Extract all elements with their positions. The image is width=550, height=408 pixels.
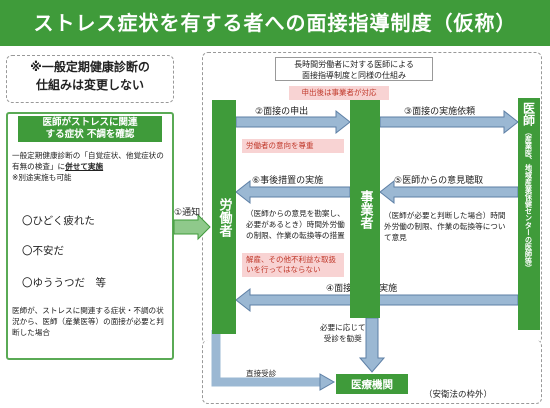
step2-label: ②面接の申出 (255, 107, 309, 117)
left-header-text: ※一般定期健康診断の 仕組みは変更しない (30, 60, 150, 92)
step6-label: ⑥事後措置の実施 (252, 176, 324, 186)
step2-note: 労働者の意向を尊重 (242, 139, 344, 153)
hospital-box: 医療機関 (336, 374, 408, 394)
step5-label: ⑤医師からの意見聴取 (394, 176, 484, 186)
opinion-arrow (379, 179, 519, 205)
exam-description: 一般定期健康診断の「自覚症状、他覚症状の有無の検査」に併せて実施 ※別途実施も可… (12, 150, 170, 183)
outside-law-label: （安衛法の枠外） (424, 390, 493, 400)
left-bottom-text: 医師が、ストレスに関連する症状・不調の状況から、医師（産業医等）の面接が必要と判… (12, 306, 164, 337)
exam-note: ※別途実施も可能 (12, 173, 72, 182)
left-green-panel (6, 112, 174, 360)
notify-label: ①通知 (174, 208, 201, 218)
symptom-3: 〇ゆううつだ 等 (22, 277, 106, 289)
step5-detail: （医師が必要と判断した場合）時間外労働の制限、作業の転換等について意見 (384, 211, 506, 242)
followup-arrow (235, 179, 351, 205)
referral-arrow (358, 317, 386, 373)
symptom-2: 〇不安だ (22, 245, 64, 257)
request-arrow (235, 109, 351, 135)
direct-visit-arrow (211, 330, 322, 387)
step6-warning: 解雇、その他不利益な取扱いを行ってはならない (242, 253, 344, 277)
hospital-label: 医療機関 (351, 378, 393, 391)
after-request-note: 申出後は事業者が対応 (289, 86, 389, 100)
left-header-box (6, 55, 174, 103)
direct-visit-label: 直接受診 (246, 369, 277, 378)
worker-label: 労働者 (216, 197, 232, 237)
symptom-1: 〇ひどく疲れた (22, 215, 95, 227)
top-note: 長時間労働者に対する医師による 面接指導制度と同様の仕組み (275, 57, 433, 81)
request-doctor-arrow (379, 109, 519, 135)
doctor-label: 医師 (521, 102, 536, 126)
notify-arrow (173, 213, 211, 241)
doctor-bar: 医師 （産業医、地域産業保健センターの医師等） (518, 98, 540, 330)
stress-check-title-text: 医師がストレスに関連 する症状 不調を確認 (42, 117, 138, 140)
step3-label: ③面接の実施依頼 (404, 107, 476, 117)
exam-emph: 併せて実施 (65, 162, 104, 171)
page-title: ストレス症状を有する者への面接指導制度（仮称） (0, 0, 550, 46)
referral-label: 必要に応じて 受診を勧奨 (320, 323, 366, 343)
employer-bar: 事業者 (350, 100, 380, 318)
step6-detail: （医師からの意見を勘案し、必要があるとき）時間外労働の制限、作業の転換等の措置 (246, 209, 345, 240)
exam-text: 一般定期健康診断の「自覚症状、他覚症状の有無の検査」に (12, 151, 164, 171)
stress-check-title: 医師がストレスに関連 する症状 不調を確認 (18, 116, 162, 142)
doctor-sub: （産業医、地域産業保健センターの医師等） (524, 128, 534, 272)
employer-label: 事業者 (357, 189, 373, 229)
worker-bar: 労働者 (212, 100, 236, 334)
